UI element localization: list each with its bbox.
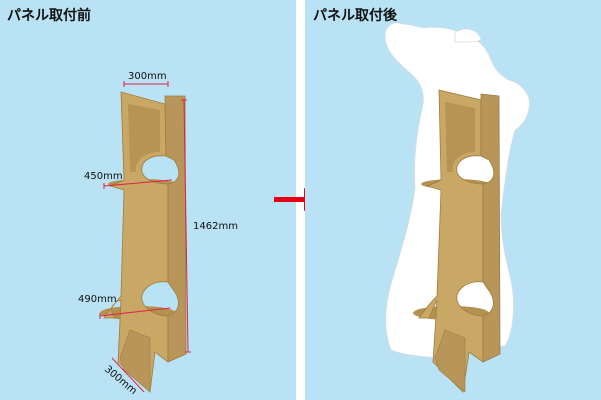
dim-top-width: 300mm bbox=[128, 71, 167, 82]
before-panel: 300mm 450mm 1462mm 490mm 300mm パネル取付前 bbox=[0, 0, 296, 400]
after-stand-back-board bbox=[445, 102, 475, 172]
stand-left-board bbox=[103, 91, 169, 393]
after-stand-right-board bbox=[480, 93, 501, 363]
stand-before-drawing: 300mm 450mm 1462mm 490mm 300mm bbox=[78, 71, 238, 397]
dimension-lines bbox=[99, 81, 191, 393]
before-title: パネル取付前 bbox=[7, 8, 91, 24]
after-title: パネル取付後 bbox=[313, 8, 397, 24]
after-stand-base-foot bbox=[434, 329, 466, 393]
stand-after-drawing bbox=[384, 22, 530, 393]
dim-upper-shelf: 450mm bbox=[84, 171, 123, 182]
stand-back-board bbox=[128, 104, 160, 172]
after-panel: パネル取付後 bbox=[305, 0, 601, 400]
stand-base-foot bbox=[119, 329, 151, 393]
silhouette-cap bbox=[454, 28, 482, 43]
stand-right-board bbox=[164, 95, 187, 363]
dim-height: 1462mm bbox=[193, 221, 238, 232]
after-stand-left-board bbox=[418, 89, 484, 393]
dim-lower-shelf: 490mm bbox=[78, 294, 117, 305]
